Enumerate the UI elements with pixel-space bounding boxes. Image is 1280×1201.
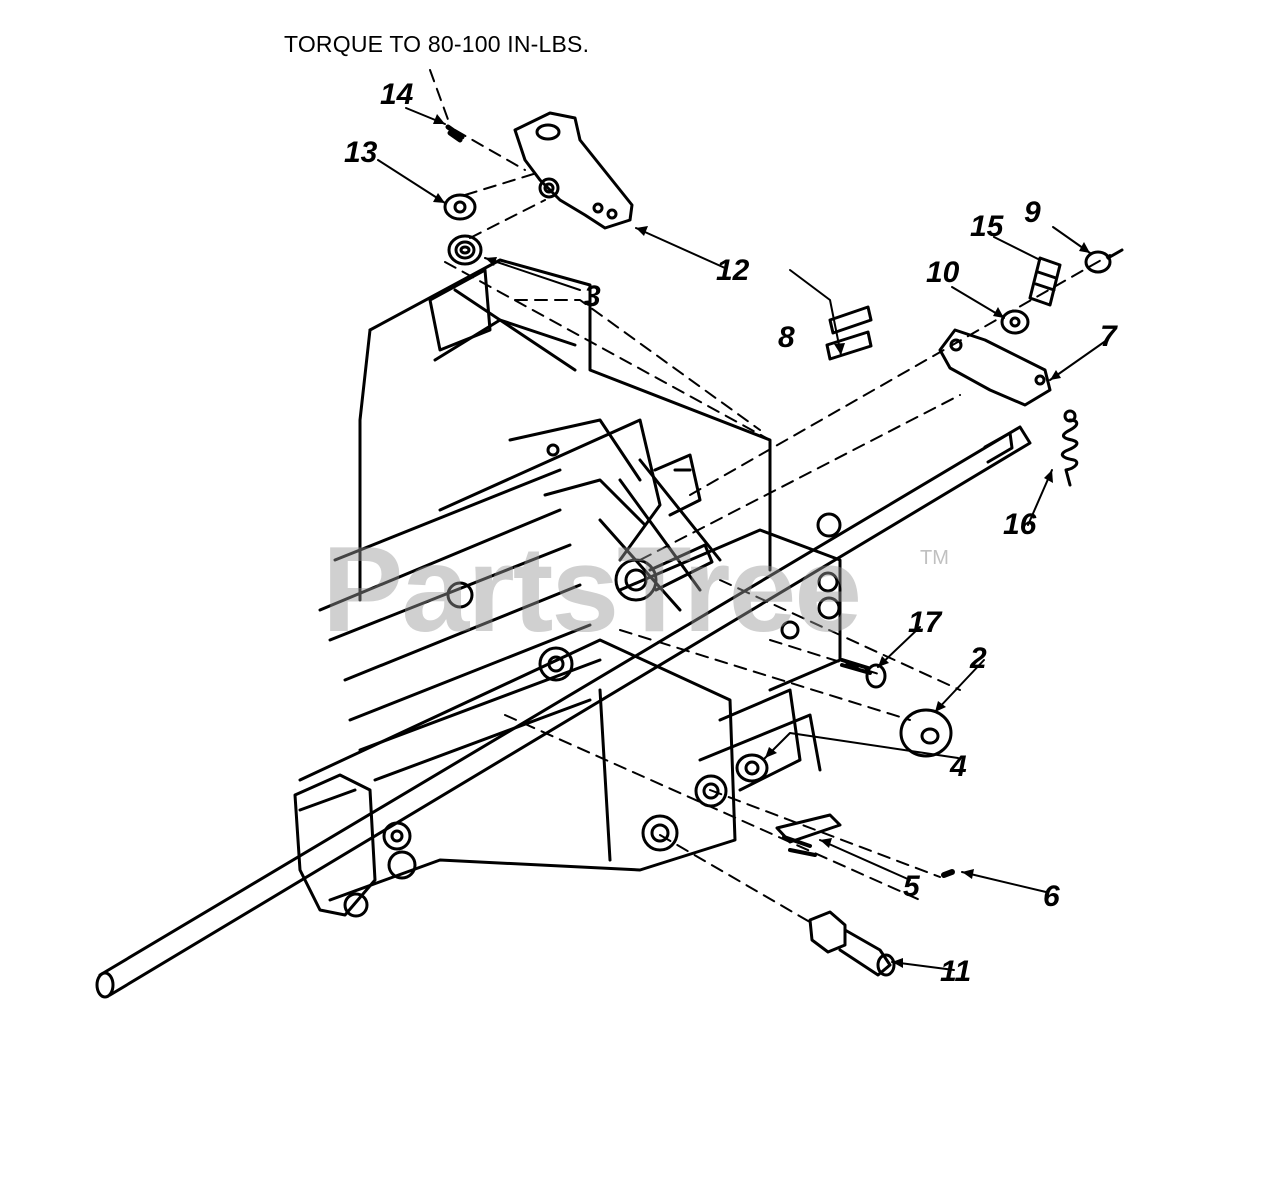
washer-part-10 <box>1000 309 1030 335</box>
watermark: PartsTree <box>322 521 862 657</box>
fitting-part-11 <box>808 910 896 977</box>
callout-5: 5 <box>903 870 920 903</box>
callout-10: 10 <box>926 256 960 289</box>
spring-washer-part-3 <box>447 234 483 266</box>
watermark-trademark: TM <box>920 547 949 569</box>
spring-clip-part-15 <box>1028 256 1062 307</box>
callout-15: 15 <box>970 210 1004 243</box>
callout-12: 12 <box>716 254 750 287</box>
callout-8: 8 <box>778 321 795 354</box>
callout-7: 7 <box>1100 320 1117 353</box>
torque-note: TORQUE TO 80-100 IN-LBS. <box>284 31 590 57</box>
pins-part-8 <box>825 305 873 361</box>
transaxle-housing <box>293 258 842 918</box>
bracket-part-7 <box>938 328 1052 407</box>
callout-3: 3 <box>584 280 601 313</box>
assembly-lines <box>429 69 1111 926</box>
axle-shaft <box>95 425 1032 999</box>
callout-17: 17 <box>908 606 942 639</box>
spring-part-16 <box>1060 409 1079 487</box>
screw-part-14 <box>445 124 465 143</box>
bushing-part-4 <box>735 753 769 783</box>
callout-11: 11 <box>940 955 972 988</box>
pin-part-6 <box>941 869 955 878</box>
callout-6: 6 <box>1043 880 1060 913</box>
nut-part-13 <box>443 193 477 221</box>
callout-14: 14 <box>380 78 414 111</box>
callout-2: 2 <box>970 642 987 675</box>
washer-part-2 <box>899 708 953 758</box>
leader-arrowheads <box>433 114 1090 968</box>
callout-9: 9 <box>1024 196 1041 229</box>
nut-part-9 <box>1084 248 1124 274</box>
callout-13: 13 <box>344 136 378 169</box>
bracket-part-5 <box>775 813 842 857</box>
callout-4: 4 <box>950 750 967 783</box>
leader-lines <box>377 107 1108 971</box>
shift-lever-part-12 <box>513 111 634 230</box>
callout-16: 16 <box>1003 508 1037 541</box>
